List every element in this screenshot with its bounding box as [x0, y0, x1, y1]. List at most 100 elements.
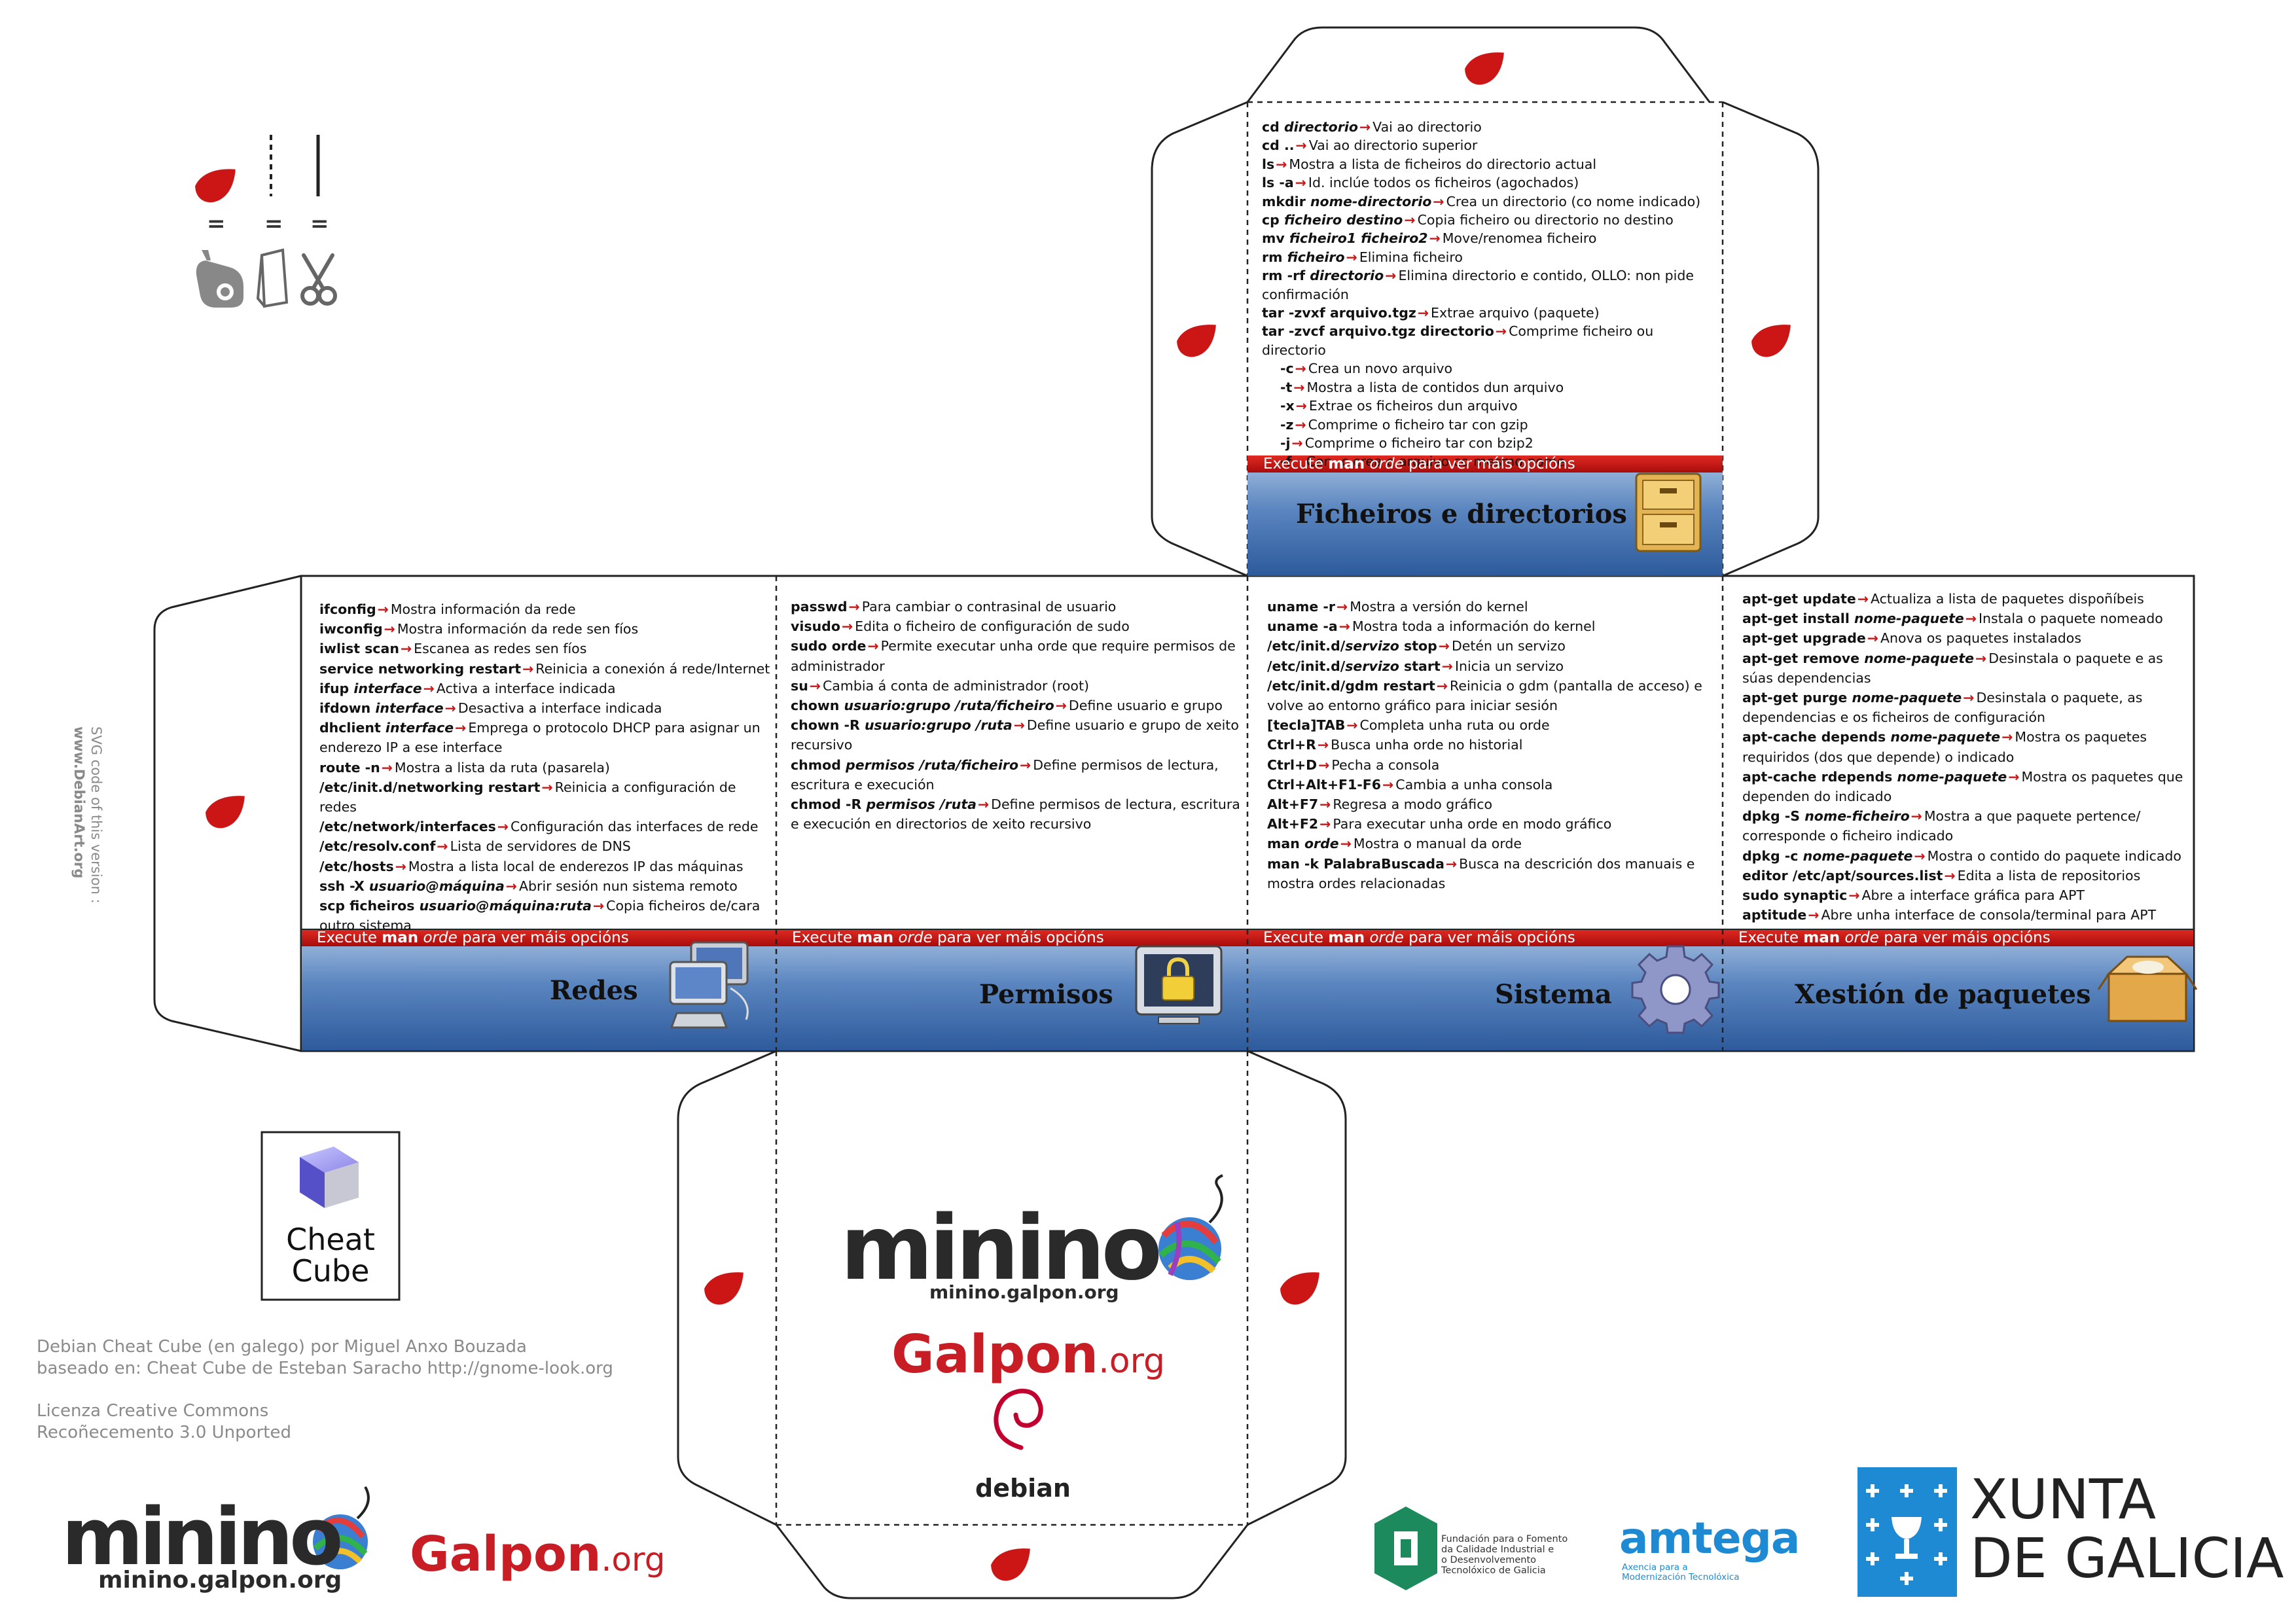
arrow-icon: → — [1433, 193, 1444, 209]
command-argument: interface — [375, 700, 444, 717]
command-description: Inicia un servizo — [1454, 658, 1564, 674]
command-argument: ficheiro destino — [1283, 212, 1403, 228]
arrow-icon: → — [1020, 757, 1031, 773]
credits-line3: Licenza Creative Commons — [37, 1401, 269, 1421]
scissors-icon — [300, 253, 337, 306]
package-box-icon — [2097, 955, 2198, 1022]
command-name: chmod — [791, 757, 846, 773]
command-item: apt-get update→Actualiza a lista de paqu… — [1742, 589, 2187, 609]
ficheiros-left-tab — [1151, 101, 1248, 577]
command-argument: interface — [353, 680, 422, 696]
command-argument: nome-paquete — [1803, 847, 1913, 864]
ficheiros-title: Ficheiros e directorios — [1296, 499, 1627, 529]
command-item: uname -a→Mostra toda a información do ke… — [1267, 616, 1719, 636]
command-item: sudo synaptic→Abre a interface gráfica p… — [1742, 885, 2187, 905]
command-item: dpkg -S nome-ficheiro→Mostra a que paque… — [1742, 806, 2187, 846]
debian-swirl-icon — [994, 1389, 1043, 1450]
command-argument: nome-ficheiro — [1804, 808, 1910, 825]
command-description: Define permisos de lectura, escritura e … — [791, 757, 1219, 793]
command-argument: nome-paquete — [1852, 690, 1962, 706]
command-item: rm ficheiro→Elimina ficheiro — [1262, 248, 1720, 266]
command-name: [tecla]TAB — [1267, 717, 1346, 734]
command-name: ls -a — [1262, 175, 1294, 191]
command-item: visudo→Edita o ficheiro de configuración… — [791, 616, 1242, 636]
arrow-icon: → — [1291, 435, 1303, 451]
filing-cabinet-icon — [1635, 473, 1702, 552]
command-item: chown usuario:grupo /ruta/ficheiro→Defin… — [791, 696, 1242, 715]
legend-eq-glue: = — [207, 211, 226, 237]
command-description: Pecha a consola — [1331, 757, 1440, 773]
command-description: Mostra a lista de contidos dun arquivo — [1306, 379, 1564, 395]
arrow-icon: → — [1338, 618, 1350, 635]
command-name: dpkg -S — [1742, 808, 1805, 825]
arrow-icon: → — [1944, 867, 1956, 883]
fundacion-line1: Fundación para o Fomento — [1441, 1534, 1568, 1544]
command-name: iwconfig — [319, 621, 383, 637]
arrow-icon: → — [1963, 690, 1975, 706]
command-item: iwconfig→Mostra información da rede sen … — [319, 619, 771, 639]
command-name: man -k PalabraBuscada — [1267, 855, 1444, 872]
footer-galpon-tld: .org — [601, 1541, 666, 1578]
command-name: sudo orde — [791, 638, 867, 654]
arrow-icon: → — [1441, 658, 1453, 674]
command-description: Mostra a lista local de enderezos IP das… — [408, 858, 744, 874]
permisos-title: Permisos — [979, 979, 1113, 1010]
command-name: -j — [1280, 435, 1291, 451]
command-description: Desinstala o paquete e as súas dependenc… — [1742, 650, 2163, 686]
command-name: apt-get purge — [1742, 690, 1852, 706]
amtega-subtitle: Axencia para a Modernización Tecnolóxica — [1622, 1563, 1740, 1582]
command-description: Comprime o ficheiro tar con gzip — [1308, 416, 1528, 433]
command-name: -c — [1280, 361, 1294, 377]
permisos-man-hint: Execute man orde para ver máis opcións — [792, 929, 1104, 946]
arrow-icon: → — [377, 601, 389, 617]
command-argument: nome-paquete — [1890, 729, 2001, 745]
command-argument: usuario:grupo /ruta — [864, 717, 1013, 734]
arrow-icon: → — [423, 680, 435, 696]
footer-galpon-logo-text: Galpon.org — [410, 1530, 665, 1578]
command-item: /etc/resolv.conf→Lista de servidores de … — [319, 836, 771, 856]
command-name: mkdir — [1262, 193, 1310, 209]
glue-drop-bottom-right — [1280, 1272, 1319, 1305]
glue-drop-left — [1177, 325, 1216, 357]
command-name: editor /etc/apt/sources.list — [1742, 867, 1943, 883]
command-name: mv — [1262, 230, 1289, 247]
command-name: chown -R — [791, 717, 865, 734]
legend-eq-fold: = — [264, 211, 283, 237]
command-description: Copia ficheiros de/cara outro sistema — [319, 898, 761, 934]
command-name: ifup — [319, 680, 354, 696]
fundacion-text: Fundación para o Fomento da Calidade Ind… — [1441, 1534, 1568, 1576]
command-name: Ctrl+D — [1267, 757, 1318, 773]
command-description: Elimina directorio e contido, OLLO: non … — [1262, 268, 1694, 302]
arrow-icon: → — [592, 898, 605, 914]
galpon-logo-tld: .org — [1098, 1342, 1166, 1381]
paquetes-man-hint: Execute man orde para ver máis opcións — [1738, 929, 2051, 946]
command-description: Id. inclúe todos os ficheiros (agochados… — [1308, 175, 1579, 191]
command-description: Completa unha ruta ou orde — [1359, 717, 1550, 734]
command-description: Mostra toda a información do kernel — [1352, 618, 1596, 635]
command-name: apt-get install — [1742, 611, 1854, 627]
cheat-cube-frame — [260, 1131, 401, 1301]
command-description: Detén un servizo — [1451, 638, 1566, 654]
command-item: apt-get install nome-paquete→Instala o p… — [1742, 609, 2187, 628]
command-name: rm — [1262, 249, 1287, 265]
command-argument: usuario@máquina:ruta — [419, 898, 592, 914]
command-name: -z — [1280, 416, 1294, 433]
glue-drop-right — [1751, 325, 1791, 357]
arrow-icon: → — [809, 677, 821, 694]
command-description: Regresa a modo gráfico — [1333, 796, 1493, 813]
bottom-flap-outline — [775, 1524, 1249, 1599]
arrow-icon: → — [841, 618, 853, 635]
arrow-icon: → — [1013, 717, 1025, 734]
command-description: Mostra información da rede — [390, 601, 576, 617]
command-description: Mostra a lista da ruta (pasarela) — [394, 759, 610, 776]
command-name: cd .. — [1262, 137, 1295, 154]
command-name: /etc/init.d/ — [1267, 638, 1346, 654]
command-description: Comprime o ficheiro tar con bzip2 — [1304, 435, 1534, 451]
command-item: chmod -R permisos /ruta→Define permisos … — [791, 794, 1242, 834]
command-description: Actualiza a lista de paquetes dispoñíbei… — [1871, 591, 2144, 607]
command-argument: usuario@máquina — [368, 878, 505, 894]
command-item: ssh -X usuario@máquina→Abrir sesión nun … — [319, 876, 771, 896]
command-name: -x — [1280, 398, 1295, 414]
